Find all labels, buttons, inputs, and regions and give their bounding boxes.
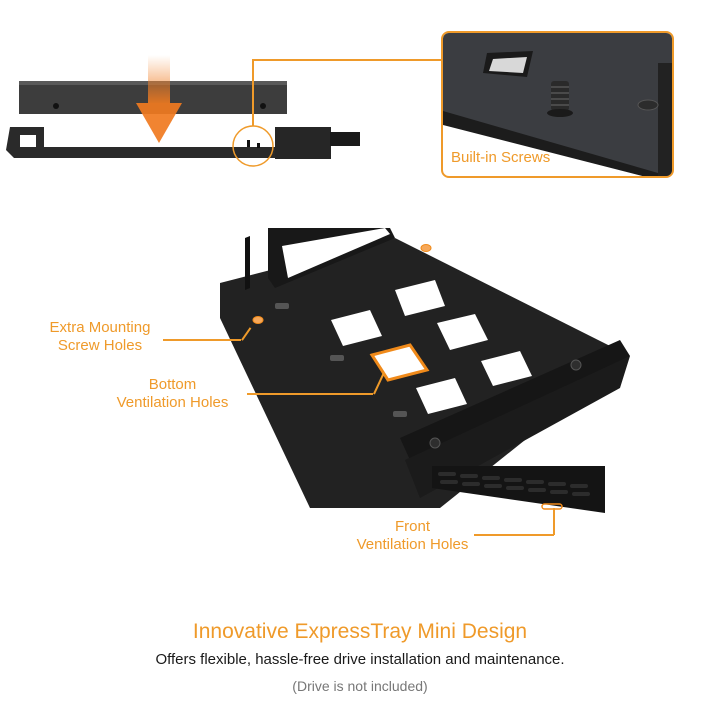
highlighted-vent — [369, 343, 430, 382]
front-vent-slots — [438, 472, 590, 496]
drive-insertion-illustration — [0, 40, 375, 180]
extra-mounting-label: Extra Mounting Screw Holes — [49, 319, 151, 354]
callout-line — [163, 339, 241, 341]
ventilation-holes — [331, 280, 532, 414]
front-vent-highlight — [541, 503, 563, 510]
screw-icon — [551, 81, 569, 111]
tray-perspective-svg — [220, 228, 630, 513]
callout-line — [252, 59, 442, 61]
tray-side — [6, 127, 330, 158]
front-vent-label: Front Ventilation Holes — [356, 518, 469, 553]
callout-line — [553, 508, 555, 535]
tray-illustration — [200, 228, 640, 528]
built-in-screws-inset: Built-in Screws — [441, 31, 674, 178]
front-bar — [400, 340, 630, 460]
built-in-screws-label: Built-in Screws — [451, 149, 551, 166]
mounting-hole — [420, 244, 432, 252]
callout-line — [252, 59, 254, 126]
side-view-svg — [6, 55, 375, 167]
bottom-vent-label: Bottom Ventilation Holes — [116, 376, 229, 411]
screw-closeup — [443, 33, 672, 176]
callout-line — [474, 534, 554, 536]
down-arrow-icon — [148, 55, 170, 103]
product-title: Innovative ExpressTray Mini Design — [192, 620, 528, 643]
drive-not-included-note: (Drive is not included) — [292, 678, 428, 694]
mounting-hole — [252, 316, 264, 324]
tray-plate — [220, 238, 630, 508]
product-subtitle: Offers flexible, hassle-free drive insta… — [155, 651, 565, 668]
callout-line — [247, 393, 373, 395]
screw-callout-circle — [232, 125, 274, 167]
